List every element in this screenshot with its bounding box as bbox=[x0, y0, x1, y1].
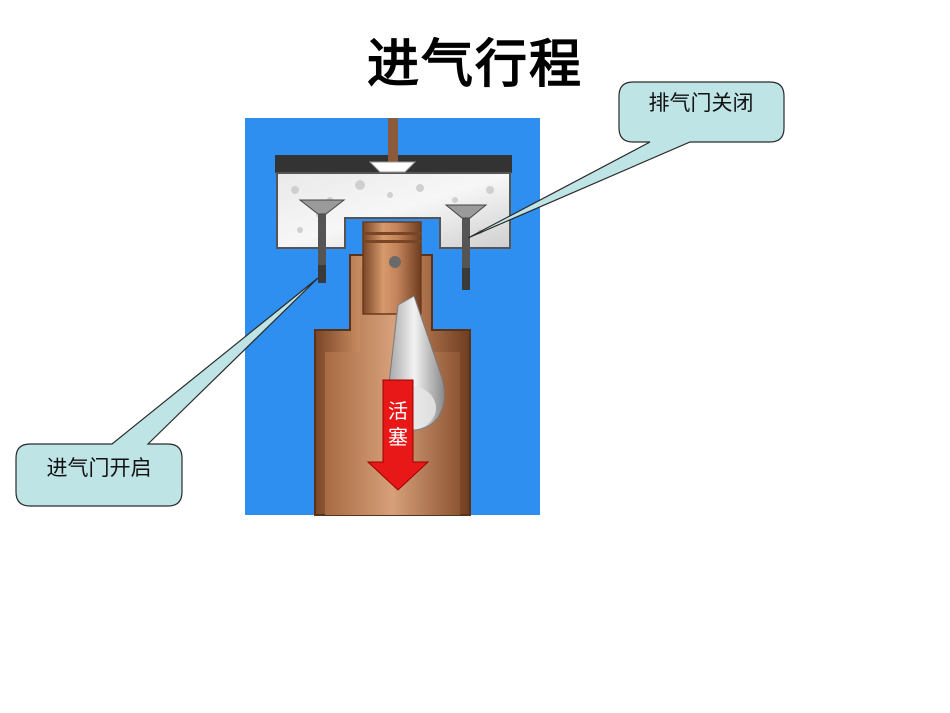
top-stem bbox=[388, 118, 398, 163]
arrow-label-1: 活 bbox=[388, 399, 408, 423]
slide-title: 进气行程 bbox=[366, 34, 583, 95]
piston-pin bbox=[389, 256, 401, 268]
callout-exhaust-text: 排气门关闭 bbox=[649, 91, 754, 115]
intake-valve bbox=[298, 199, 346, 283]
callout-exhaust-valve: 排气门关闭 bbox=[467, 81, 785, 239]
callout-intake-valve: 进气门开启 bbox=[15, 277, 319, 507]
arrow-label-2: 塞 bbox=[388, 425, 408, 449]
piston-down-arrow: 活 塞 bbox=[366, 379, 430, 491]
exhaust-valve bbox=[444, 204, 488, 290]
cylinder-head bbox=[276, 172, 511, 249]
callout-intake-text: 进气门开启 bbox=[47, 456, 152, 480]
